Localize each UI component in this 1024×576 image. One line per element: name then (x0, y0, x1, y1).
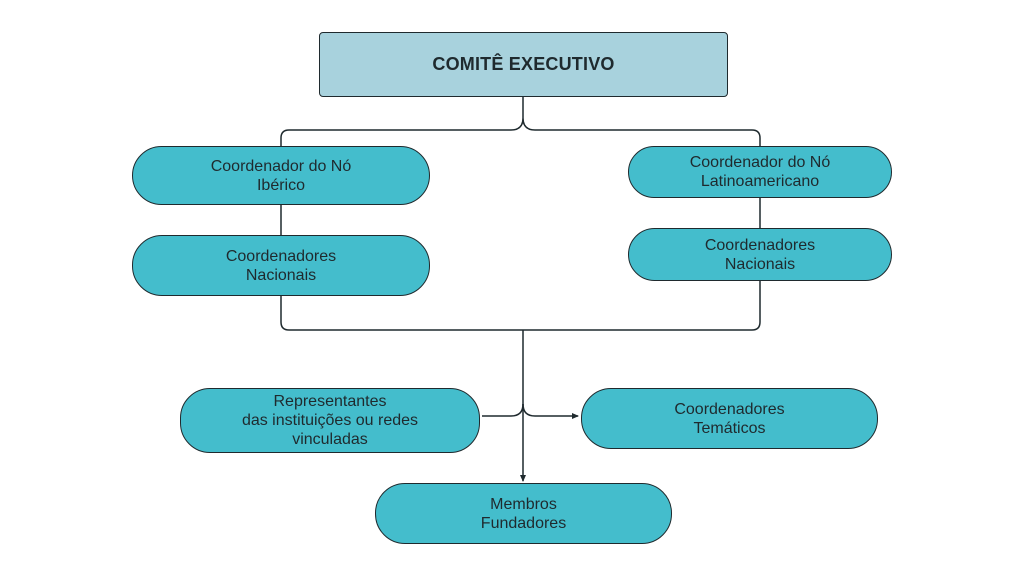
left-branch-line (280, 205, 523, 331)
latin-national-coordinators-label: Coordenadores Nacionais (704, 236, 816, 273)
right-branch-line (523, 198, 761, 331)
iberian-coordinator-label: Coordenador do Nó Ibérico (210, 157, 352, 194)
mid-brace-left (482, 403, 524, 417)
latin-coordinator-node: Coordenador do Nó Latinoamericano (628, 146, 892, 198)
mid-brace-right (522, 403, 579, 419)
iberian-coordinator-node: Coordenador do Nó Ibérico (132, 146, 430, 205)
iberian-national-coordinators-node: Coordenadores Nacionais (132, 235, 430, 296)
representatives-node: Representantes das instituições ou redes… (180, 388, 480, 453)
latin-national-coordinators-node: Coordenadores Nacionais (628, 228, 892, 281)
top-brace (280, 97, 761, 146)
thematic-coordinators-node: Coordenadores Temáticos (581, 388, 878, 449)
founding-members-label: Membros Fundadores (480, 495, 567, 532)
founding-members-node: Membros Fundadores (375, 483, 672, 544)
representatives-label: Representantes das instituições ou redes… (241, 393, 419, 448)
executive-committee-box: COMITÊ EXECUTIVO (319, 32, 728, 97)
latin-coordinator-label: Coordenador do Nó Latinoamericano (689, 154, 831, 190)
executive-committee-label: COMITÊ EXECUTIVO (432, 54, 615, 74)
iberian-national-coordinators-label: Coordenadores Nacionais (225, 247, 337, 284)
thematic-coordinators-label: Coordenadores Temáticos (674, 400, 785, 437)
